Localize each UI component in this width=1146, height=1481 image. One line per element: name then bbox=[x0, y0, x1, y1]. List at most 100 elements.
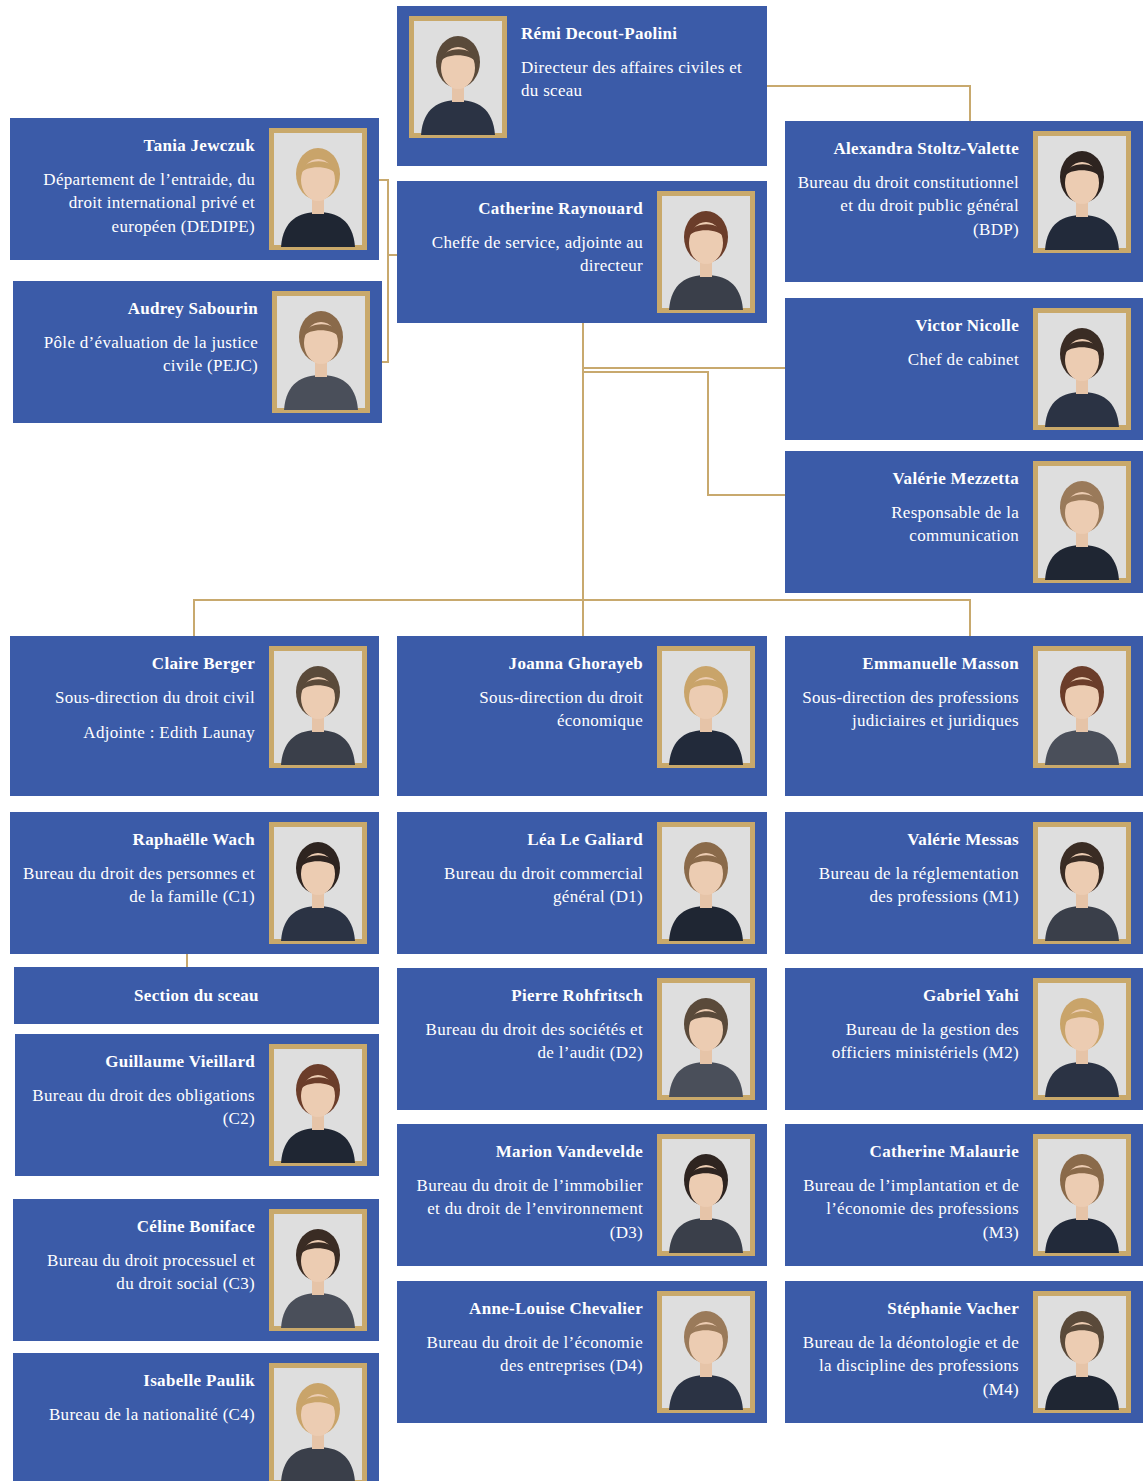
text-column: Valérie MessasBureau de la réglementatio… bbox=[797, 822, 1019, 909]
photo-shoulders bbox=[669, 1375, 743, 1410]
org-box: Rémi Decout-PaoliniDirecteur des affaire… bbox=[397, 6, 767, 166]
photo-frame bbox=[1036, 464, 1129, 581]
photo-fringe bbox=[688, 1167, 724, 1180]
photo-frame bbox=[660, 1137, 753, 1254]
photo-face bbox=[301, 1075, 335, 1117]
photo-frame bbox=[272, 131, 365, 248]
text-column: Guillaume VieillardBureau du droit des o… bbox=[27, 1044, 255, 1131]
org-box: Victor NicolleChef de cabinet bbox=[785, 298, 1143, 440]
role-title: Pôle d’évaluation de la justice civile (… bbox=[25, 331, 258, 378]
photo-hair bbox=[684, 842, 728, 894]
text-column: Valérie MezzettaResponsable de la commun… bbox=[797, 461, 1019, 548]
photo-hair bbox=[296, 666, 340, 718]
photo-shoulders bbox=[669, 1062, 743, 1097]
photo-hair bbox=[1060, 481, 1104, 533]
portrait-photo bbox=[657, 1291, 755, 1413]
portrait-photo bbox=[269, 646, 367, 768]
person-name: Valérie Mezzetta bbox=[797, 469, 1019, 489]
photo-frame bbox=[275, 294, 368, 411]
photo-hair bbox=[296, 148, 340, 200]
photo-frame bbox=[1036, 134, 1129, 251]
photo-face bbox=[1065, 1009, 1099, 1051]
text-column: Céline BonifaceBureau du droit processue… bbox=[25, 1209, 255, 1296]
org-box: Marion VandeveldeBureau du droit de l’im… bbox=[397, 1124, 767, 1266]
photo-shoulders bbox=[281, 1447, 355, 1481]
photo-face bbox=[304, 322, 338, 364]
photo-face bbox=[689, 853, 723, 895]
person-name: Section du sceau bbox=[134, 986, 259, 1006]
text-column: Section du sceau bbox=[134, 986, 259, 1006]
person-name: Valérie Messas bbox=[797, 830, 1019, 850]
text-column: Gabriel YahiBureau de la gestion des off… bbox=[797, 978, 1019, 1065]
person-name: Stéphanie Vacher bbox=[797, 1299, 1019, 1319]
org-connector bbox=[583, 323, 785, 495]
role-title: Sous-direction du droit civil bbox=[22, 686, 255, 709]
photo-fringe bbox=[1064, 1167, 1100, 1180]
role-title: Chef de cabinet bbox=[797, 348, 1019, 371]
text-column: Victor NicolleChef de cabinet bbox=[797, 308, 1019, 371]
portrait-photo bbox=[1033, 1291, 1131, 1413]
portrait-photo bbox=[1033, 1134, 1131, 1256]
portrait-photo bbox=[1033, 461, 1131, 583]
photo-hair bbox=[1060, 151, 1104, 203]
photo-frame bbox=[1036, 1137, 1129, 1254]
photo-frame bbox=[412, 19, 505, 136]
portrait-photo bbox=[1033, 822, 1131, 944]
org-box: Guillaume VieillardBureau du droit des o… bbox=[15, 1034, 379, 1176]
photo-frame bbox=[272, 1212, 365, 1329]
photo-hair bbox=[299, 311, 343, 363]
person-name: Tania Jewczuk bbox=[22, 136, 255, 156]
role-title: Bureau du droit des sociétés et de l’aud… bbox=[409, 1018, 643, 1065]
photo-frame bbox=[1036, 1294, 1129, 1411]
photo-frame bbox=[1036, 311, 1129, 428]
photo-fringe bbox=[300, 161, 336, 174]
photo-frame bbox=[272, 649, 365, 766]
text-column: Stéphanie VacherBureau de la déontologie… bbox=[797, 1291, 1019, 1401]
photo-shoulders bbox=[281, 1293, 355, 1328]
deputy-note: Adjointe : Edith Launay bbox=[22, 721, 255, 744]
photo-face bbox=[301, 1240, 335, 1282]
role-title: Sous-direction des professions judiciair… bbox=[797, 686, 1019, 733]
text-column: Alexandra Stoltz-ValetteBureau du droit … bbox=[797, 131, 1019, 241]
role-title: Bureau du droit de l’économie des entrep… bbox=[409, 1331, 643, 1378]
org-box: Claire BergerSous-direction du droit civ… bbox=[10, 636, 379, 796]
photo-hair bbox=[296, 1229, 340, 1281]
portrait-photo bbox=[1033, 646, 1131, 768]
portrait-photo bbox=[272, 291, 370, 413]
person-name: Pierre Rohfritsch bbox=[409, 986, 643, 1006]
portrait-photo bbox=[657, 978, 755, 1100]
org-box: Anne-Louise ChevalierBureau du droit de … bbox=[397, 1281, 767, 1423]
text-column: Anne-Louise ChevalierBureau du droit de … bbox=[409, 1291, 643, 1378]
person-name: Catherine Raynouard bbox=[409, 199, 643, 219]
photo-fringe bbox=[1064, 1011, 1100, 1024]
photo-frame bbox=[1036, 825, 1129, 942]
portrait-photo bbox=[269, 1363, 367, 1481]
photo-frame bbox=[660, 981, 753, 1098]
role-title: Sous-direction du droit économique bbox=[409, 686, 643, 733]
org-connector bbox=[583, 323, 785, 368]
photo-fringe bbox=[1064, 341, 1100, 354]
portrait-photo bbox=[1033, 308, 1131, 430]
text-column: Audrey SabourinPôle d’évaluation de la j… bbox=[25, 291, 258, 378]
text-column: Emmanuelle MassonSous-direction des prof… bbox=[797, 646, 1019, 733]
role-title: Directeur des affaires civiles et du sce… bbox=[521, 56, 755, 103]
photo-frame bbox=[660, 825, 753, 942]
text-column: Joanna GhorayebSous-direction du droit é… bbox=[409, 646, 643, 733]
photo-fringe bbox=[1064, 1324, 1100, 1337]
role-title: Département de l’entraide, du droit inte… bbox=[22, 168, 255, 238]
photo-shoulders bbox=[281, 1128, 355, 1163]
photo-face bbox=[1065, 677, 1099, 719]
org-box: Catherine RaynouardCheffe de service, ad… bbox=[397, 181, 767, 323]
text-column: Léa Le GaliardBureau du droit commercial… bbox=[409, 822, 643, 909]
photo-shoulders bbox=[669, 730, 743, 765]
photo-fringe bbox=[1064, 164, 1100, 177]
role-title: Responsable de la communication bbox=[797, 501, 1019, 548]
photo-fringe bbox=[688, 1324, 724, 1337]
org-box: Audrey SabourinPôle d’évaluation de la j… bbox=[13, 281, 382, 423]
photo-face bbox=[1065, 162, 1099, 204]
photo-hair bbox=[1060, 842, 1104, 894]
photo-hair bbox=[1060, 998, 1104, 1050]
org-box: Pierre RohfritschBureau du droit des soc… bbox=[397, 968, 767, 1110]
photo-frame bbox=[660, 649, 753, 766]
person-name: Victor Nicolle bbox=[797, 316, 1019, 336]
